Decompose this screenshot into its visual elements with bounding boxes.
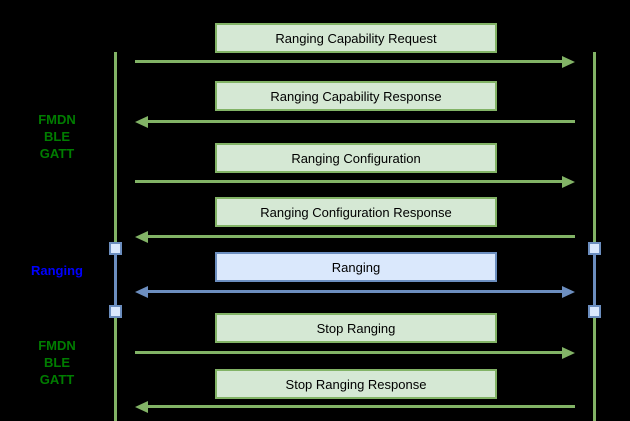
arrow-ranging-capability-request bbox=[135, 55, 575, 68]
message-box-ranging-capability-response: Ranging Capability Response bbox=[215, 81, 497, 111]
activation-marker-left-top bbox=[109, 242, 122, 255]
phase-label-fmdn-ble-gatt-bottom: FMDN BLE GATT bbox=[14, 337, 100, 388]
phase-label-line: FMDN bbox=[38, 338, 76, 353]
phase-label-line: FMDN bbox=[38, 112, 76, 127]
phase-label-ranging: Ranging bbox=[14, 262, 100, 279]
message-box-ranging-configuration: Ranging Configuration bbox=[215, 143, 497, 173]
arrow-ranging-capability-response bbox=[135, 115, 575, 128]
lifeline-left bbox=[114, 52, 117, 421]
message-box-stop-ranging-response: Stop Ranging Response bbox=[215, 369, 497, 399]
arrow-ranging-bidirectional bbox=[135, 285, 575, 298]
phase-label-line: GATT bbox=[39, 372, 75, 387]
message-box-ranging-configuration-response: Ranging Configuration Response bbox=[215, 197, 497, 227]
arrow-ranging-configuration-response bbox=[135, 230, 575, 243]
phase-label-line: GATT bbox=[39, 146, 75, 161]
phase-label-fmdn-ble-gatt-top: FMDN BLE GATT bbox=[14, 111, 100, 162]
lifeline-right bbox=[593, 52, 596, 421]
phase-label-line: BLE bbox=[44, 355, 70, 370]
activation-marker-right-top bbox=[588, 242, 601, 255]
message-box-ranging: Ranging bbox=[215, 252, 497, 282]
message-box-stop-ranging: Stop Ranging bbox=[215, 313, 497, 343]
phase-label-line: Ranging bbox=[31, 263, 83, 278]
activation-marker-left-bottom bbox=[109, 305, 122, 318]
phase-label-line: BLE bbox=[44, 129, 70, 144]
ranging-activation-right bbox=[593, 248, 596, 312]
activation-marker-right-bottom bbox=[588, 305, 601, 318]
arrow-stop-ranging bbox=[135, 346, 575, 359]
message-box-ranging-capability-request: Ranging Capability Request bbox=[215, 23, 497, 53]
ranging-activation-left bbox=[114, 248, 117, 312]
arrow-ranging-configuration bbox=[135, 175, 575, 188]
arrow-stop-ranging-response bbox=[135, 400, 575, 413]
